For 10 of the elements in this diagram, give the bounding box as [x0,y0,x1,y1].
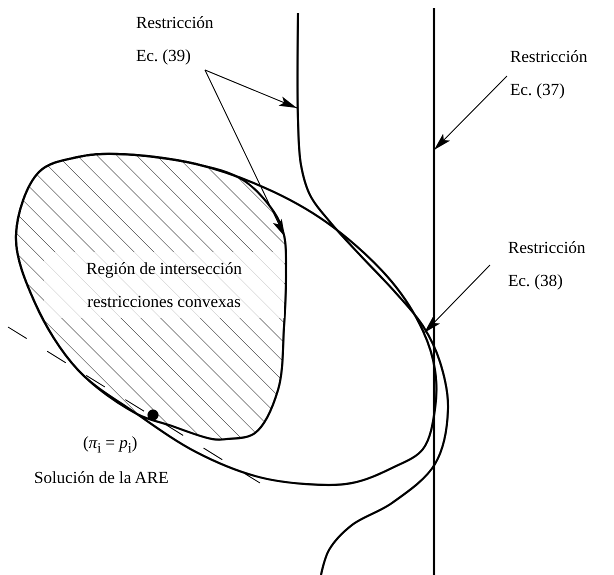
leader-arrow [424,264,490,334]
point-label: Solución de la ARE [34,467,169,489]
region-label: Región de intersección restricciones convexas [44,252,284,318]
callout-label: Restricción Ec. (37) [510,40,602,106]
callout-label: Restricción Ec. (39) [136,6,228,72]
callout-label: Restricción Ec. (38) [508,231,600,297]
constraint-curve [296,12,450,575]
equation-label: (π$_{i}$ = p$_{i}$) [83,432,138,458]
leader-arrow [434,76,508,150]
leader-arrow [204,70,298,108]
